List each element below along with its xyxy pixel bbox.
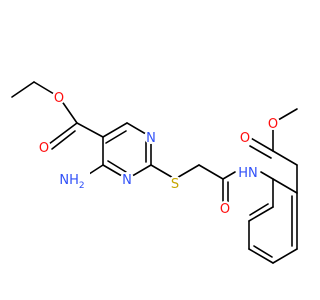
bond-amide-c-n bbox=[222, 171, 236, 180]
ester-o-ether-label: O bbox=[54, 91, 64, 106]
atom-amino: NH2 bbox=[56, 170, 90, 191]
bond-benz-1-top bbox=[272, 178, 298, 194]
bond-n-aryl bbox=[260, 171, 274, 180]
amino-subscript-text: 2 bbox=[79, 181, 85, 191]
bond-ester-c-ring bbox=[76, 122, 104, 138]
bond-ethyl-ch3-ch2 bbox=[11, 81, 35, 98]
amide-o-label: O bbox=[220, 202, 230, 217]
bond-benz-4-5 bbox=[248, 248, 274, 264]
bond-ring-c5-c6-inner bbox=[105, 130, 127, 144]
thioether-s-label: S bbox=[171, 177, 179, 192]
atom-amide-nh: HN bbox=[236, 163, 260, 181]
bond-benz-2-3-inner bbox=[249, 203, 269, 216]
atom-methyl-ester-o-carbonyl: O bbox=[238, 130, 252, 146]
structure-drawing: O O N N NH2 S O HN O O bbox=[11, 81, 298, 264]
pyrimidine-n1-label: N bbox=[146, 131, 156, 146]
atom-pyrimidine-n1: N bbox=[144, 130, 158, 146]
atom-ester-o-carbonyl: O bbox=[37, 140, 51, 156]
bond-ring-c5-c6 bbox=[102, 122, 128, 138]
bond-ester-c-o-double-b bbox=[51, 130, 76, 150]
bond-methyl-ester-c-o-double-b bbox=[249, 145, 272, 159]
ester-o-carbonyl-label: O bbox=[39, 141, 49, 156]
methyl-ester-o-ether-label: O bbox=[268, 117, 278, 132]
atom-methyl-ester-o-ether: O bbox=[266, 116, 280, 132]
atom-amide-o: O bbox=[218, 201, 232, 217]
bond-ring-n3-c4-inner bbox=[107, 160, 127, 173]
bond-methyl-ester-c-o-double-a bbox=[248, 136, 274, 152]
amino-label: NH2 bbox=[59, 173, 84, 191]
amino-nh-text: NH bbox=[59, 173, 79, 188]
bond-ester-c-o-double-a bbox=[48, 122, 78, 145]
bond-benz-5-6 bbox=[272, 248, 298, 264]
pyrimidine-n3-label: N bbox=[122, 173, 132, 188]
bond-methyl-ester-c-ring bbox=[272, 150, 298, 166]
atom-pyrimidine-n3: N bbox=[120, 172, 134, 188]
molecule-diagram: O O N N NH2 S O HN O O bbox=[11, 81, 298, 264]
atom-thioether-s: S bbox=[168, 176, 182, 192]
amide-nh-label: HN bbox=[238, 166, 258, 181]
bond-s-ch2 bbox=[174, 164, 200, 180]
methyl-ester-o-carbonyl-label: O bbox=[240, 131, 250, 146]
bond-benz-4-5-inner bbox=[253, 245, 273, 258]
bond-c2-s bbox=[150, 164, 176, 180]
bond-benz-2-3 bbox=[248, 206, 274, 222]
atom-ester-o-ether: O bbox=[52, 90, 66, 106]
bond-ch2-amide-c bbox=[198, 164, 224, 180]
